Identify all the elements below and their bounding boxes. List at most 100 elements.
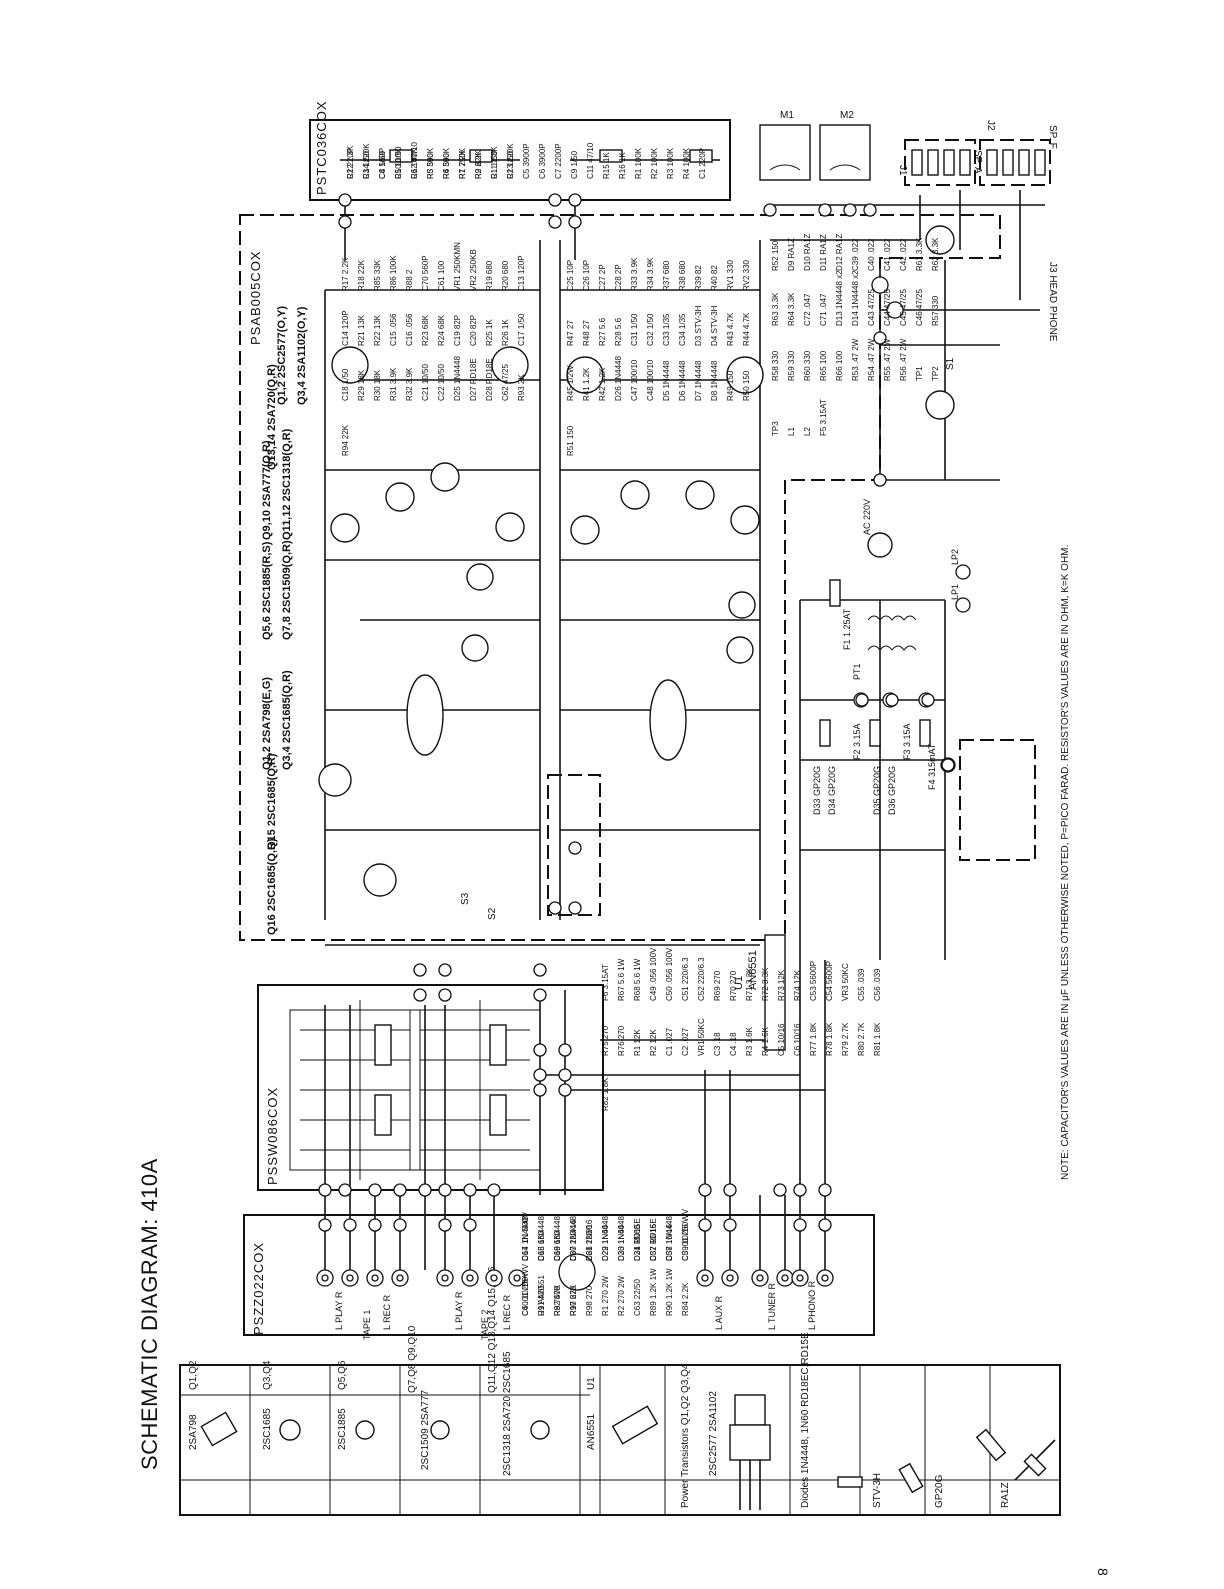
component-label: C50 .056 100V (665, 947, 674, 1001)
footnote: NOTE: CAPACITOR'S VALUES ARE IN μF UNLES… (1060, 545, 1071, 1180)
component-label: R94 22K (341, 424, 350, 456)
meter-label: M2 (840, 110, 854, 121)
lamp-label: LP1 (950, 584, 960, 600)
component-label: R20 680 (501, 260, 510, 291)
component-label: R89 1.2K 1W (649, 1268, 658, 1316)
component-label: R30 18K (373, 369, 382, 401)
component-label: R53 .47 2W (851, 338, 860, 381)
component-label: C62 47/25 (501, 364, 510, 401)
component-label: RV1 330 (726, 259, 735, 291)
jack-label-aux: L AUX R (714, 1295, 724, 1330)
legend-row-part: 2SC1509 2SA777 (420, 1389, 431, 1470)
component-label: C54 5600P (825, 961, 834, 1001)
fuse-label: F3 3.15A (902, 723, 912, 760)
component-label: C58 10/16 (665, 1224, 674, 1261)
component-label: R25 1K (485, 319, 494, 346)
component-label: R5 100K (394, 147, 403, 179)
component-label: C3 1/50 (362, 150, 371, 179)
jack-label-tuner: L TUNER R (767, 1282, 777, 1330)
component-label: R1 2.2K (458, 149, 467, 179)
component-label: R57 330 (931, 295, 940, 326)
input-jacks (316, 1253, 834, 1291)
component-label: C2 220P (346, 148, 355, 179)
switch-label: S2 (487, 907, 498, 920)
component-label: R64 3.3K (787, 292, 796, 326)
component-label: R98 270 (585, 1285, 594, 1316)
component-label: R33 3.9K (630, 257, 639, 291)
component-label: D22 1N60 (601, 1224, 610, 1261)
component-label: R1 100K (634, 147, 643, 179)
component-label: C47 100/10 (630, 359, 639, 401)
jack-label-phono: L PHONO R (807, 1280, 817, 1330)
component-label: R85 33K (373, 259, 382, 291)
component-label: D29 1N4448 (601, 1216, 610, 1261)
component-label: R15 1K (602, 152, 611, 179)
meter-m1 (759, 124, 811, 181)
component-label: C70 560P (421, 255, 430, 291)
component-label: C4 .01 250WV (521, 1263, 530, 1316)
transformer-label: PT1 (852, 663, 862, 680)
component-label: R42 1.2K (598, 367, 607, 401)
component-label: R14 220K (362, 143, 371, 179)
component-label: C22 10/50 (437, 364, 446, 401)
input-jack-labels: L PLAY R L REC R TAPE 1 L PLAY R L REC R… (334, 1280, 817, 1340)
component-label: C39 .022 (851, 238, 860, 271)
component-label: C15 .056 (389, 313, 398, 346)
component-label: C44 47/25 (883, 289, 892, 326)
tone-board-label: PSTC036COX (314, 100, 329, 195)
component-label: RV2 330 (742, 259, 751, 291)
component-label: C3 .01 250WV (681, 1208, 690, 1261)
component-label: C63 22/50 (633, 1279, 642, 1316)
component-label: R48 27 (582, 320, 591, 346)
jack-label-play1: L PLAY R (334, 1291, 344, 1330)
component-label: R2 100K (650, 147, 659, 179)
component-label: C9 1/50 (570, 150, 579, 179)
component-label: L1 (787, 427, 796, 436)
component-label: R69 270 (713, 970, 722, 1001)
power-transistor-q2 (566, 356, 604, 394)
component-label: R74 12K (793, 969, 802, 1001)
component-label: R88 2 (405, 269, 414, 291)
component-label: C45 47/25 (899, 289, 908, 326)
component-label: C7 2200P (554, 143, 563, 179)
component-label: R3 390K (426, 147, 435, 179)
component-label: R16 1K (618, 152, 627, 179)
switch-label: S1 (945, 357, 956, 370)
component-label: R61 3.3K (915, 237, 924, 271)
parts-legend (179, 1364, 1061, 1516)
component-label: D27 RD18E (469, 358, 478, 401)
component-label: C31 1/50 (630, 313, 639, 346)
transistor-header: Q13,14 2SA720(Q,R) (266, 364, 278, 470)
component-label: R18 22K (357, 259, 366, 291)
component-label: C13 120P (517, 255, 526, 291)
component-label: R39 82 (694, 265, 703, 291)
component-label: D7 1N4448 (694, 360, 703, 401)
component-label: R5 560 (426, 153, 435, 179)
component-label: C51 220/6.3 (681, 957, 690, 1001)
component-label: R54 .47 2W (867, 338, 876, 381)
component-label: R49 150 (726, 370, 735, 401)
component-label: R1 270 2W (601, 1276, 610, 1316)
component-label: R29 18K (357, 369, 366, 401)
legend-row-part: 2SC2577 2SA1102 (708, 1391, 719, 1476)
component-label: C67 220/16 (569, 1219, 578, 1261)
component-label: D31 RD15E (633, 1218, 642, 1261)
component-label: R97 270 (569, 1285, 578, 1316)
component-label: R71 3.3K (745, 967, 754, 1001)
meter-label: M1 (780, 110, 794, 121)
component-label: C3 .18 (713, 1032, 722, 1056)
component-label: TP2 (931, 366, 940, 381)
component-label: R9 62K (474, 152, 483, 179)
component-label: F5 3.15AT (819, 399, 828, 436)
component-label: C72 .047 (803, 293, 812, 326)
component-label: C19 82P (453, 315, 462, 346)
component-label: F6 3.15AT (601, 964, 610, 1001)
component-label: R55 .47 2W (883, 338, 892, 381)
transistor-header: Q5,6 2SC1885(R,S) (261, 541, 273, 640)
transistor-header: Q15 2SC1685(Q,R) (266, 753, 278, 850)
jack-label-rec2: L REC R (502, 1294, 512, 1330)
component-label: D10 RA1Z (803, 234, 812, 271)
component-label: R66 100 (835, 350, 844, 381)
component-label: C4 1/50 (378, 150, 387, 179)
component-label: R1 12K (633, 1029, 642, 1056)
